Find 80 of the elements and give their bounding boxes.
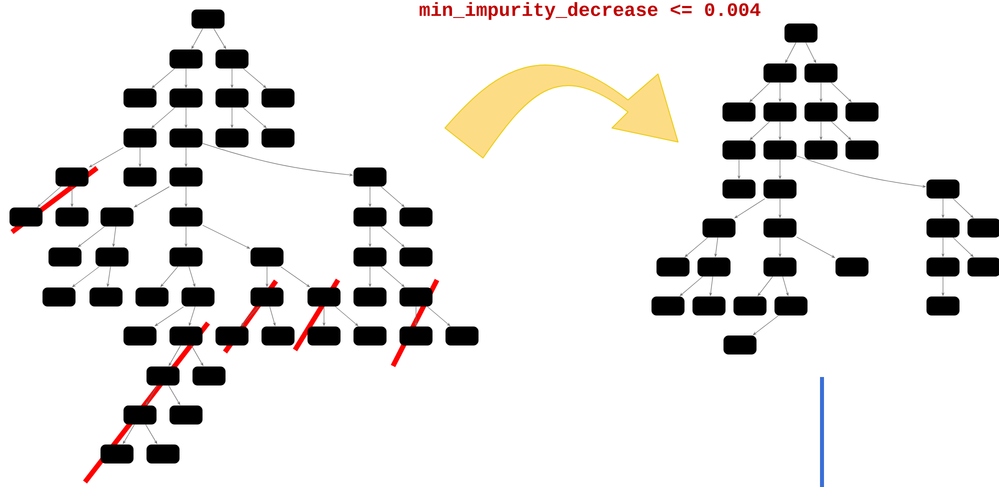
- tree-node: [56, 168, 89, 186]
- tree-node: [722, 102, 756, 122]
- tree-node: [354, 326, 386, 346]
- tree-node: [250, 288, 284, 306]
- tree-node: [354, 248, 386, 266]
- tree-node: [170, 248, 202, 266]
- tree-node: [968, 258, 999, 276]
- tree-node: [56, 208, 89, 226]
- tree-node: [308, 326, 340, 346]
- tree-node: [764, 218, 796, 238]
- tree-node: [146, 366, 180, 386]
- tree-node: [308, 288, 340, 306]
- tree-node: [124, 128, 156, 148]
- tree-node: [216, 128, 248, 148]
- tree-node: [764, 102, 796, 122]
- tree-node: [400, 248, 432, 266]
- tree-node: [734, 296, 766, 316]
- tree-node: [446, 326, 478, 346]
- tree-node: [136, 288, 168, 306]
- tree-node: [354, 288, 386, 306]
- tree-node: [124, 88, 156, 108]
- tree-node: [846, 102, 878, 122]
- tree-node: [846, 140, 878, 160]
- tree-node: [354, 168, 386, 186]
- tree-node: [100, 208, 134, 226]
- tree-node: [926, 296, 960, 316]
- tree-node: [216, 326, 248, 346]
- tree-node: [262, 326, 294, 346]
- tree-node: [48, 248, 82, 266]
- tree-node: [170, 50, 202, 68]
- tree-node: [96, 248, 129, 266]
- tree-node: [10, 208, 42, 226]
- tree-node: [764, 64, 796, 82]
- tree-node: [702, 218, 736, 238]
- tree-node: [836, 258, 868, 276]
- tree-node: [774, 296, 808, 316]
- tree-node: [968, 218, 999, 238]
- tree-node: [804, 102, 838, 122]
- tree-node: [124, 168, 156, 186]
- tree-node: [656, 258, 690, 276]
- tree-node: [784, 24, 818, 42]
- tree-node: [692, 296, 726, 316]
- tree-node: [124, 406, 156, 424]
- tree-node: [804, 140, 838, 160]
- tree-node: [722, 180, 756, 198]
- tree-node: [262, 128, 294, 148]
- tree-node: [400, 288, 432, 306]
- tree-node: [400, 326, 432, 346]
- tree-node: [90, 288, 122, 306]
- tree-node: [170, 88, 202, 108]
- tree-node: [216, 50, 248, 68]
- tree-node: [216, 88, 248, 108]
- tree-node: [100, 444, 134, 464]
- tree-node: [192, 10, 224, 28]
- tree-node: [722, 140, 756, 160]
- tree-node: [250, 248, 284, 266]
- tree-node: [400, 208, 432, 226]
- parameter-label: min_impurity_decrease <= 0.004: [420, 2, 760, 20]
- tree-node: [652, 296, 684, 316]
- tree-node: [170, 128, 202, 148]
- tree-node: [926, 180, 960, 198]
- tree-node: [764, 180, 796, 198]
- tree-node: [804, 64, 838, 82]
- tree-node: [698, 258, 730, 276]
- tree-node: [170, 406, 202, 424]
- tree-node: [170, 326, 202, 346]
- tree-node: [42, 288, 76, 306]
- tree-node: [764, 140, 796, 160]
- tree-node: [146, 444, 180, 464]
- tree-node: [764, 258, 796, 276]
- tree-node: [926, 218, 960, 238]
- tree-node: [192, 366, 226, 386]
- tree-node: [182, 288, 214, 306]
- tree-node: [354, 208, 386, 226]
- tree-node: [124, 326, 156, 346]
- tree-node: [170, 208, 202, 226]
- tree-node: [262, 88, 294, 108]
- tree-node: [724, 336, 756, 354]
- tree-node: [926, 258, 960, 276]
- tree-node: [170, 168, 202, 186]
